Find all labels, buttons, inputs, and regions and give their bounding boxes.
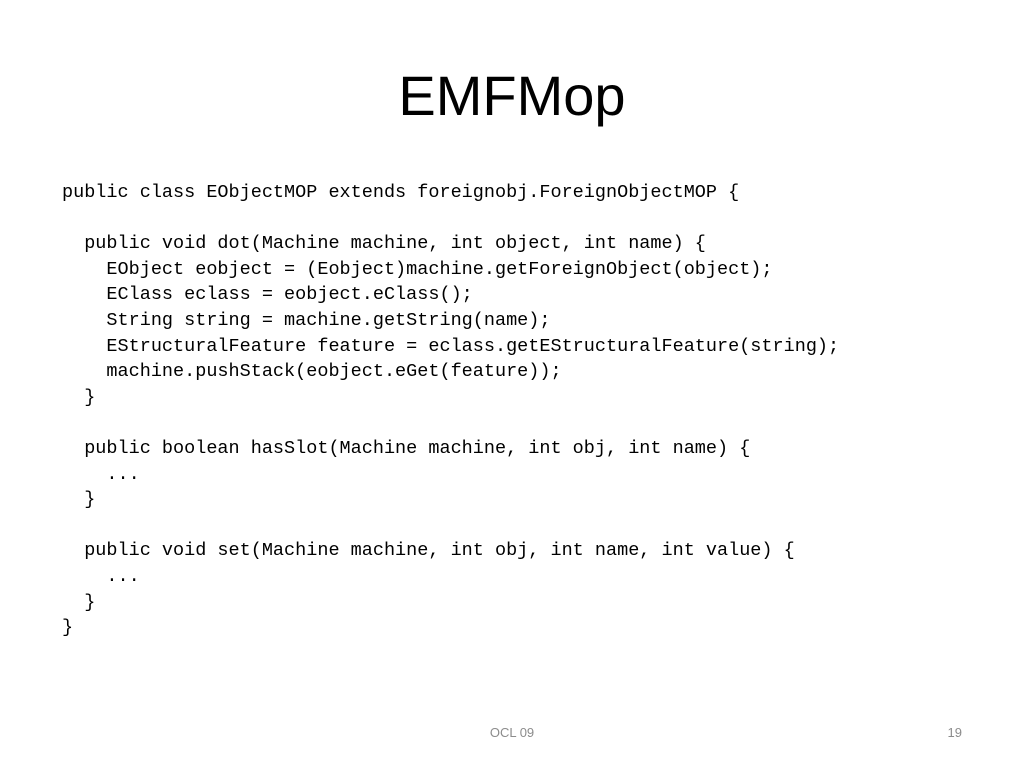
code-line	[62, 410, 1002, 436]
code-line: }	[62, 489, 96, 511]
code-line: public boolean hasSlot(Machine machine, …	[62, 437, 751, 459]
footer-label: OCL 09	[489, 725, 535, 740]
code-line: machine.pushStack(eobject.eGet(feature))…	[62, 361, 562, 383]
page-number: 19	[947, 725, 962, 740]
code-line: EClass eclass = eobject.eClass();	[62, 284, 473, 306]
code-block: public class EObjectMOP extends foreigno…	[62, 180, 1002, 641]
code-line: }	[62, 386, 96, 408]
code-line: }	[62, 591, 96, 613]
code-line: EObject eobject = (Eobject)machine.getFo…	[62, 258, 773, 280]
code-line: String string = machine.getString(name);	[62, 309, 551, 331]
code-line: EStructuralFeature feature = eclass.getE…	[62, 335, 840, 357]
code-line: }	[62, 617, 74, 639]
code-line: public void dot(Machine machine, int obj…	[62, 233, 706, 255]
code-line: ...	[62, 463, 140, 485]
code-line	[62, 206, 1002, 232]
code-line	[62, 513, 1002, 539]
code-line: public class EObjectMOP extends foreigno…	[62, 182, 740, 203]
code-line: public void set(Machine machine, int obj…	[62, 540, 795, 562]
code-line: ...	[62, 565, 140, 587]
slide-title: EMFMop	[398, 64, 626, 127]
